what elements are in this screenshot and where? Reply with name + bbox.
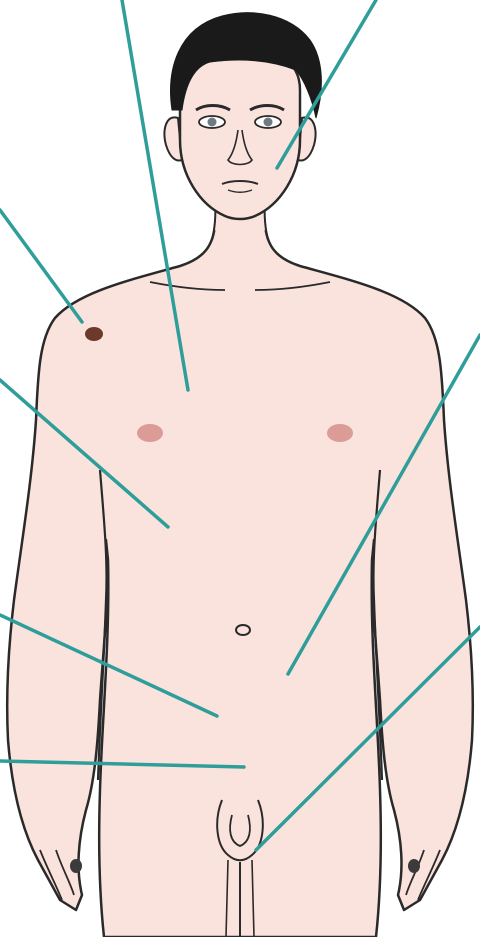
right-areola xyxy=(327,424,353,442)
shoulder-mole xyxy=(85,327,103,341)
left-thumbnail xyxy=(70,859,82,873)
right-thumbnail xyxy=(408,859,420,873)
face xyxy=(180,48,300,219)
left-areola xyxy=(137,424,163,442)
left-iris xyxy=(208,118,217,127)
right-iris xyxy=(264,118,273,127)
